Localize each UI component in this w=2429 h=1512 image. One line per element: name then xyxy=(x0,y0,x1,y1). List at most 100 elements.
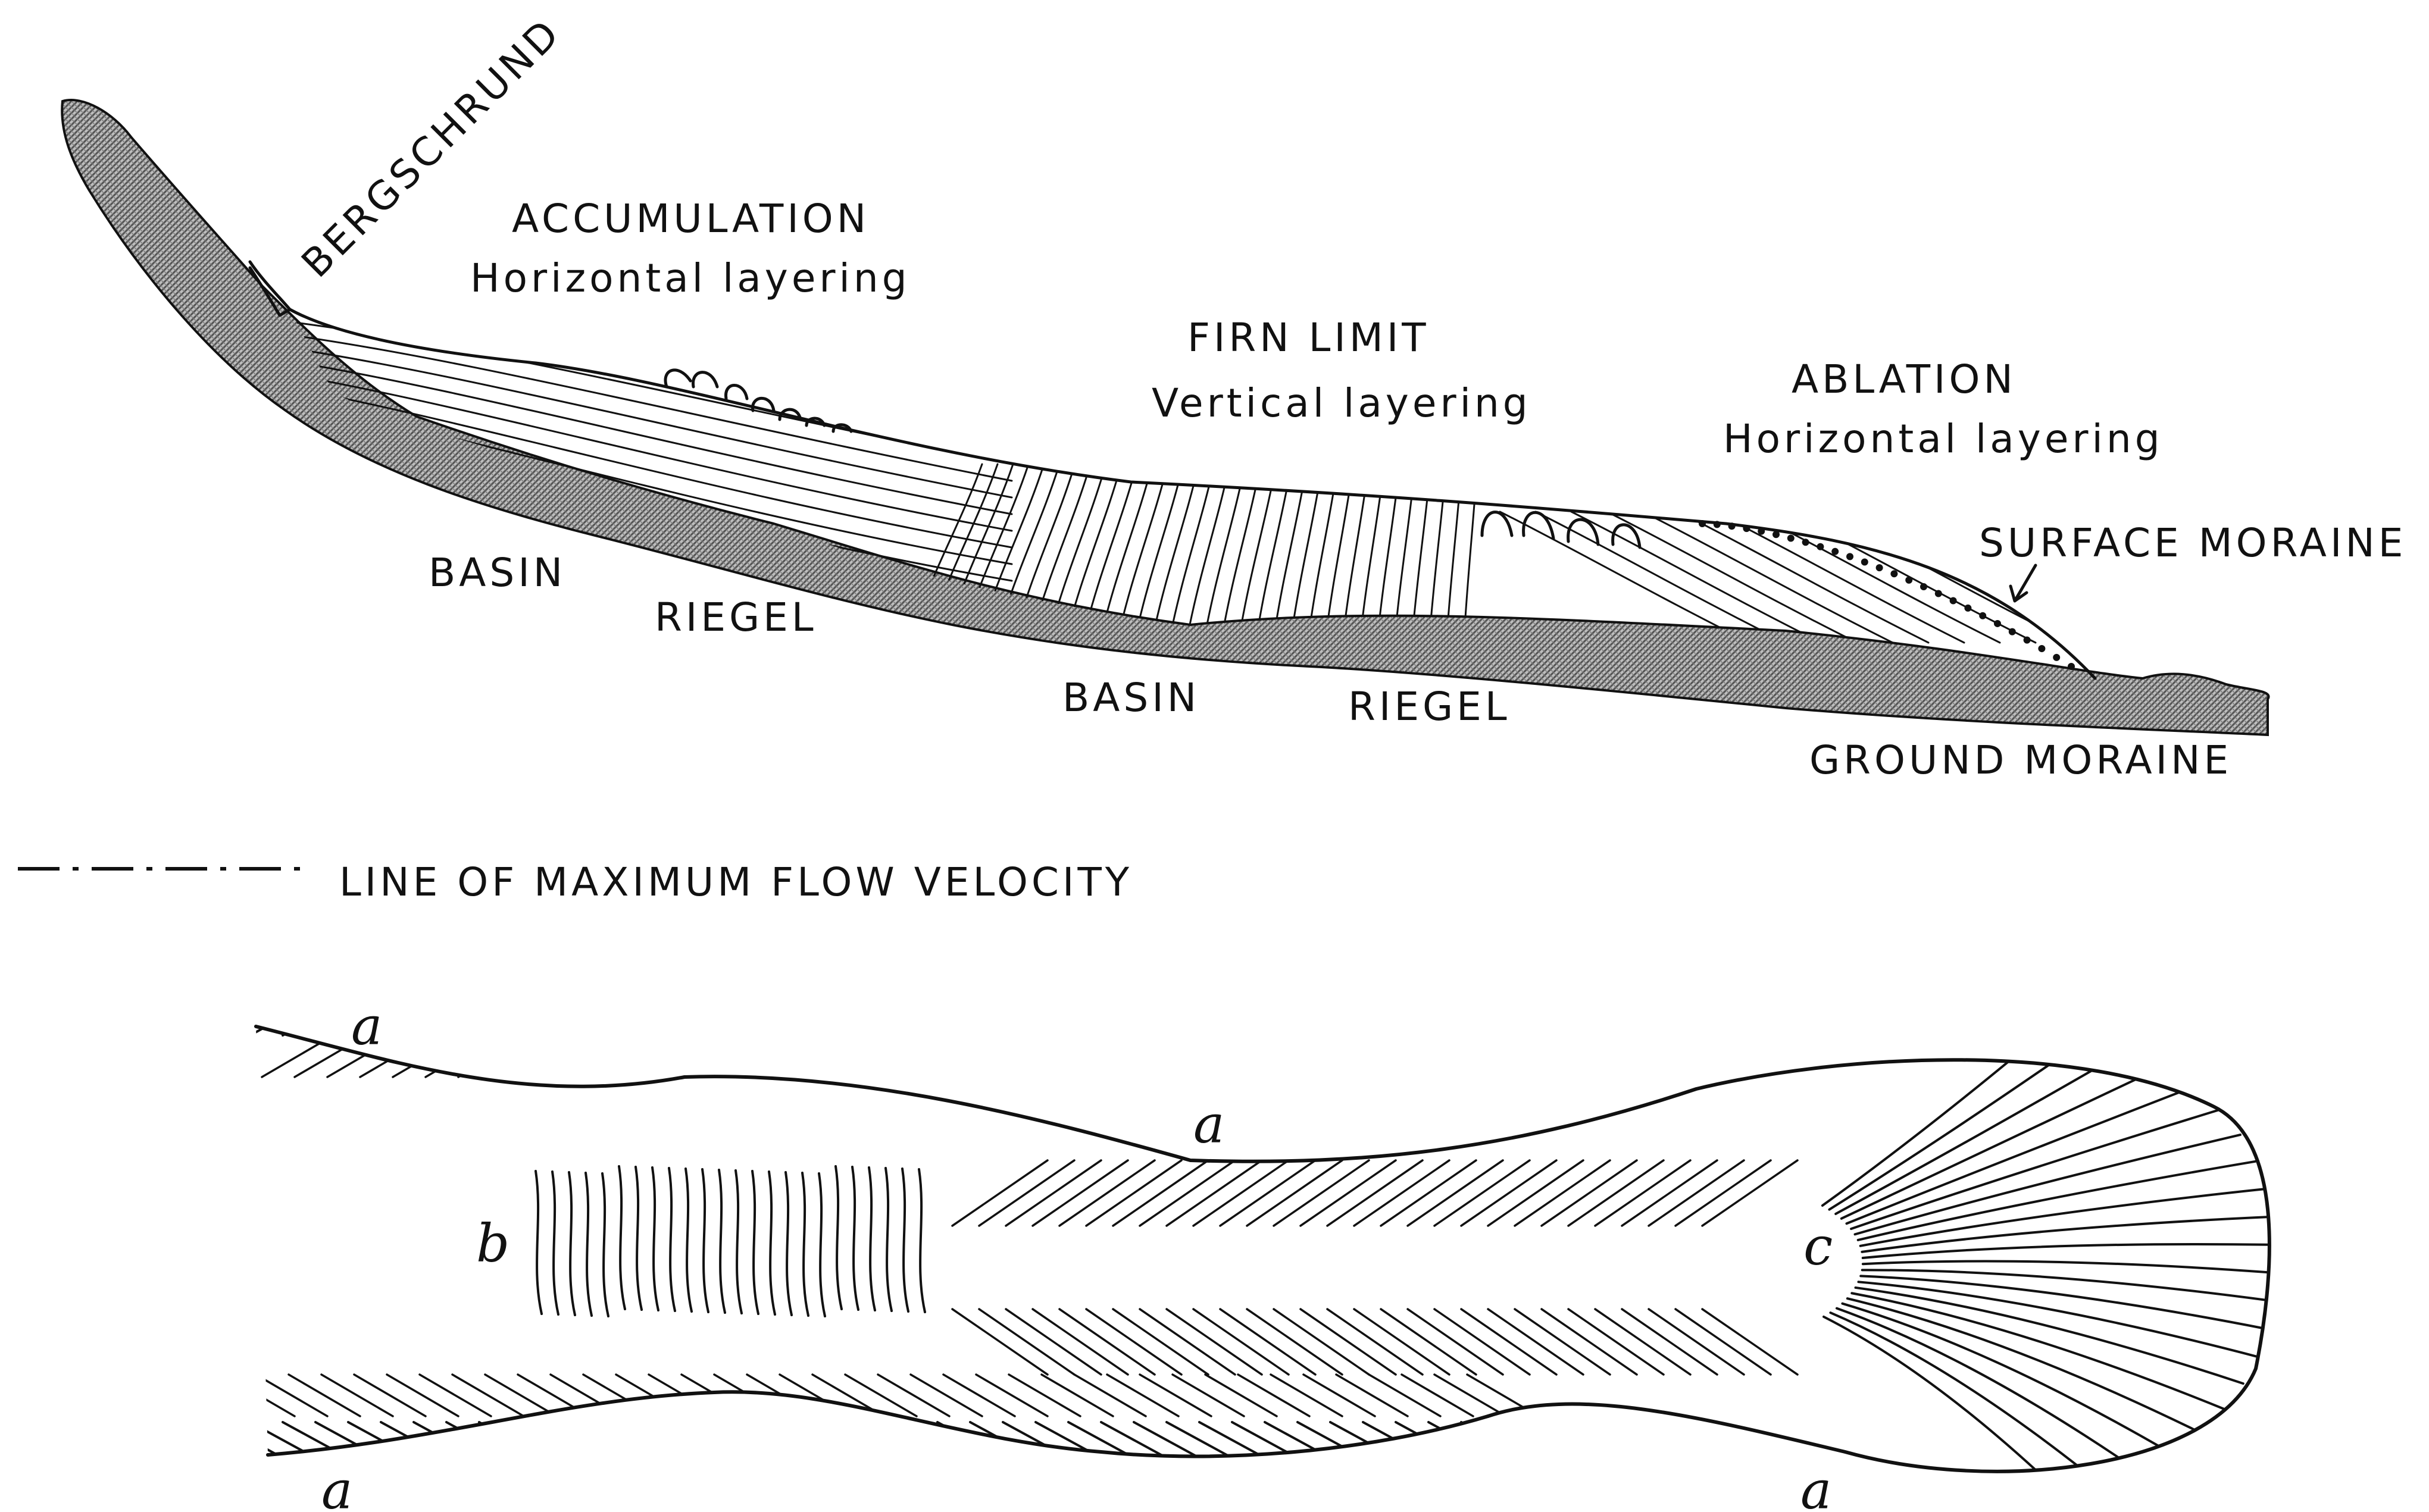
glacier-plan-view: a a a a b c xyxy=(185,996,2279,1512)
plan-hatch-line xyxy=(1837,1308,2152,1480)
plan-label-a-bottom-left: a xyxy=(321,1460,352,1512)
plan-hatch-line xyxy=(736,1170,742,1313)
ice-layer-line xyxy=(1343,464,1369,637)
plan-hatch-line xyxy=(1381,1309,1476,1375)
plan-hatch-line xyxy=(1134,1000,1199,1035)
plan-hatch-line xyxy=(802,1173,808,1316)
plan-hatch-line xyxy=(1675,1309,1771,1375)
plan-hatch-line xyxy=(1434,1375,1506,1416)
plan-hatch-line xyxy=(1440,1035,1512,1077)
plan-hatch-line xyxy=(1327,1309,1423,1375)
plan-hatch-line xyxy=(1238,1375,1309,1416)
plan-hatch-line xyxy=(1042,1375,1113,1416)
plan-hatch-line xyxy=(686,1169,692,1311)
plan-hatch-line xyxy=(819,1173,825,1316)
plan-hatch-line xyxy=(256,1375,327,1416)
plan-hatch-line xyxy=(1033,1309,1128,1375)
plan-hatch-line xyxy=(851,1035,923,1077)
moraine-debris-dot xyxy=(1905,577,1912,584)
plan-hatch-line xyxy=(1086,1160,1181,1226)
plan-hatch-line xyxy=(1232,1000,1298,1035)
plan-hatch-line xyxy=(1408,1035,1479,1077)
label-basin-2: BASIN xyxy=(1062,675,1200,721)
glacier-profile: BERGSCHRUND ACCUMULATION Horizontal laye… xyxy=(62,9,2406,783)
plan-hatch-line xyxy=(1542,1309,1637,1375)
plan-hatch-line xyxy=(741,1422,806,1458)
plan-hatch-line xyxy=(1336,1375,1408,1416)
ice-layer-line xyxy=(1643,512,1893,643)
plan-hatch-line xyxy=(1059,1309,1155,1375)
plan-hatch-line xyxy=(806,1422,872,1458)
plan-hatch-line xyxy=(557,1035,628,1077)
plan-hatch-line xyxy=(1461,1422,1527,1458)
plan-hatch-line xyxy=(845,1375,917,1416)
plan-hatch-line xyxy=(652,1167,658,1310)
plan-hatch-line xyxy=(1167,1160,1262,1226)
plan-hatch-line xyxy=(886,1168,892,1311)
plan-hatch-line xyxy=(1205,1375,1277,1416)
plan-hatch-line xyxy=(869,1167,875,1310)
plan-hatch-line xyxy=(569,1172,575,1315)
ice-layer-line xyxy=(1222,464,1261,637)
plan-hatch-line xyxy=(1369,1375,1440,1416)
plan-hatch-line xyxy=(1488,1160,1583,1226)
plan-hatch-line xyxy=(708,1422,774,1458)
moraine-debris-dot xyxy=(2068,663,2075,670)
plan-hatch-line xyxy=(1199,1000,1265,1035)
plan-hatch-line xyxy=(1408,1160,1503,1226)
plan-label-a-top-mid: a xyxy=(1193,1094,1224,1155)
plan-hatch-line xyxy=(655,1035,726,1077)
plan-hatch-line xyxy=(1167,1000,1232,1035)
plan-hatch-line xyxy=(753,1035,824,1077)
plan-hatch-line xyxy=(1009,1375,1080,1416)
plan-hatch-line xyxy=(839,1422,905,1458)
plan-hatch-line xyxy=(1428,1422,1494,1458)
moraine-debris-dot xyxy=(1743,525,1750,532)
plan-hatch-line xyxy=(1649,1160,1744,1226)
moraine-debris-dot xyxy=(1772,531,1780,538)
plan-hatch-line xyxy=(872,1422,937,1458)
plan-hatch-line xyxy=(905,1422,970,1458)
moraine-debris-dot xyxy=(2053,654,2060,661)
plan-hatch-line xyxy=(1327,1160,1423,1226)
moraine-debris-dot xyxy=(2009,628,2016,636)
moraine-debris-dot xyxy=(1699,520,1706,527)
plan-hatch-line xyxy=(1178,1035,1250,1077)
plan-hatch-line xyxy=(610,1422,676,1458)
plan-hatch-line xyxy=(1381,1160,1476,1226)
plan-hatch-line xyxy=(1265,1000,1330,1035)
plan-hatch-line xyxy=(682,1375,753,1416)
plan-label-a-bottom-right: a xyxy=(1800,1460,1831,1512)
plan-hatch-line xyxy=(315,1422,381,1458)
plan-hatch-line xyxy=(1247,1160,1342,1226)
plan-hatch-line xyxy=(1036,1000,1101,1035)
plan-hatch-line xyxy=(786,1035,857,1077)
plan-hatch-line xyxy=(643,1000,708,1035)
moraine-debris-dot xyxy=(1979,612,1986,619)
plan-hatch-line xyxy=(1434,1309,1530,1375)
plan-hatch-line xyxy=(250,1000,315,1035)
plan-hatch-line xyxy=(1824,1317,2087,1512)
plan-hatch-line xyxy=(1193,1160,1289,1226)
moraine-debris-dot xyxy=(1876,564,1883,571)
label-bergschrund: BERGSCHRUND xyxy=(293,9,570,286)
label-ablation-sub: Horizontal layering xyxy=(1723,416,2164,462)
plan-hatch-line xyxy=(1861,1189,2267,1246)
plan-hatch-line xyxy=(283,1000,348,1035)
moraine-debris-dot xyxy=(1861,559,1868,566)
ice-layer-line xyxy=(1464,464,1477,637)
plan-hatch-line xyxy=(1375,1035,1446,1077)
moraine-debris-dot xyxy=(1831,548,1839,555)
label-riegel-2: RIEGEL xyxy=(1348,684,1511,730)
ice-layer-line xyxy=(1378,464,1400,637)
plan-hatch-line xyxy=(708,1000,774,1035)
plan-hatch-line xyxy=(952,1160,1048,1226)
plan-hatch-line xyxy=(619,1166,625,1309)
plan-hatch-line xyxy=(1861,1276,2268,1329)
plan-hatch-line xyxy=(289,1375,360,1416)
plan-hatch-line xyxy=(1006,1309,1101,1375)
plan-hatch-line xyxy=(381,1000,446,1035)
plan-hatch-line xyxy=(577,1422,643,1458)
plan-hatch-line xyxy=(1330,1000,1396,1035)
